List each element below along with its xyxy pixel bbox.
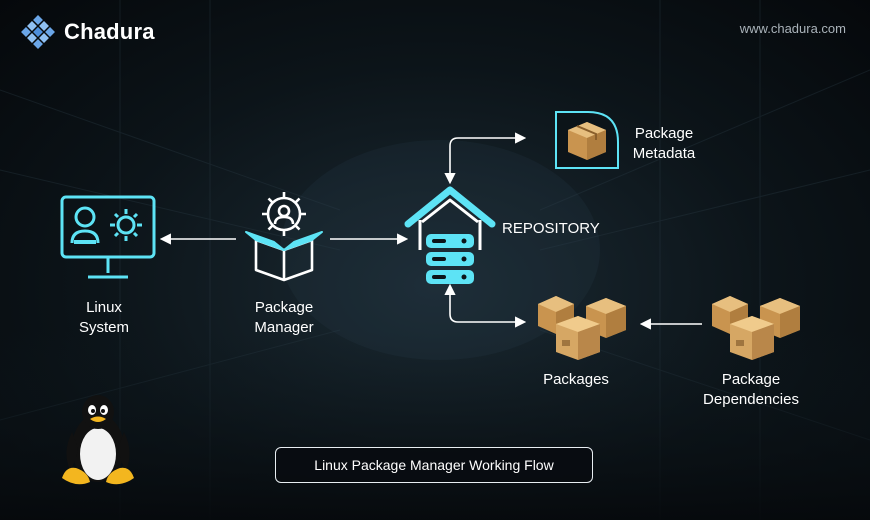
metadata-line1: Package bbox=[634, 125, 694, 142]
dependencies-line2: Dependencies bbox=[703, 391, 799, 408]
house-server-icon bbox=[404, 186, 496, 284]
linux-system-label: Linux System bbox=[64, 298, 144, 338]
website-url[interactable]: www.chadura.com bbox=[739, 21, 846, 36]
tux-penguin-icon bbox=[62, 395, 134, 485]
box-front bbox=[730, 316, 774, 360]
package-manager-label: Package Manager bbox=[234, 298, 334, 338]
packages-label: Packages bbox=[543, 371, 609, 388]
package-manager-line1: Package bbox=[254, 299, 314, 316]
arrow-repo-packages bbox=[444, 283, 527, 328]
repository-label: REPOSITORY bbox=[502, 220, 600, 237]
monitor-icon bbox=[60, 195, 156, 279]
package-manager-line2: Manager bbox=[254, 319, 314, 336]
linux-system-line2: System bbox=[78, 319, 129, 336]
brand-name: Chadura bbox=[64, 19, 155, 44]
box-front bbox=[556, 316, 600, 360]
metadata-line2: Metadata bbox=[632, 145, 696, 162]
box-icon bbox=[555, 111, 619, 169]
arrow-repo-metadata bbox=[444, 132, 527, 185]
gear-box-icon bbox=[245, 192, 323, 282]
diagram-caption: Linux Package Manager Working Flow bbox=[275, 447, 593, 483]
diamond-grid-logo-icon bbox=[21, 15, 55, 49]
linux-system-line1: Linux bbox=[86, 299, 122, 316]
dependencies-label: Package Dependencies bbox=[696, 370, 806, 410]
stacked-boxes-icon bbox=[538, 296, 626, 360]
dependencies-line1: Package bbox=[721, 371, 781, 388]
brand[interactable]: Chadura bbox=[20, 14, 155, 50]
metadata-label: Package Metadata bbox=[626, 124, 702, 164]
stacked-boxes-icon bbox=[712, 296, 800, 360]
